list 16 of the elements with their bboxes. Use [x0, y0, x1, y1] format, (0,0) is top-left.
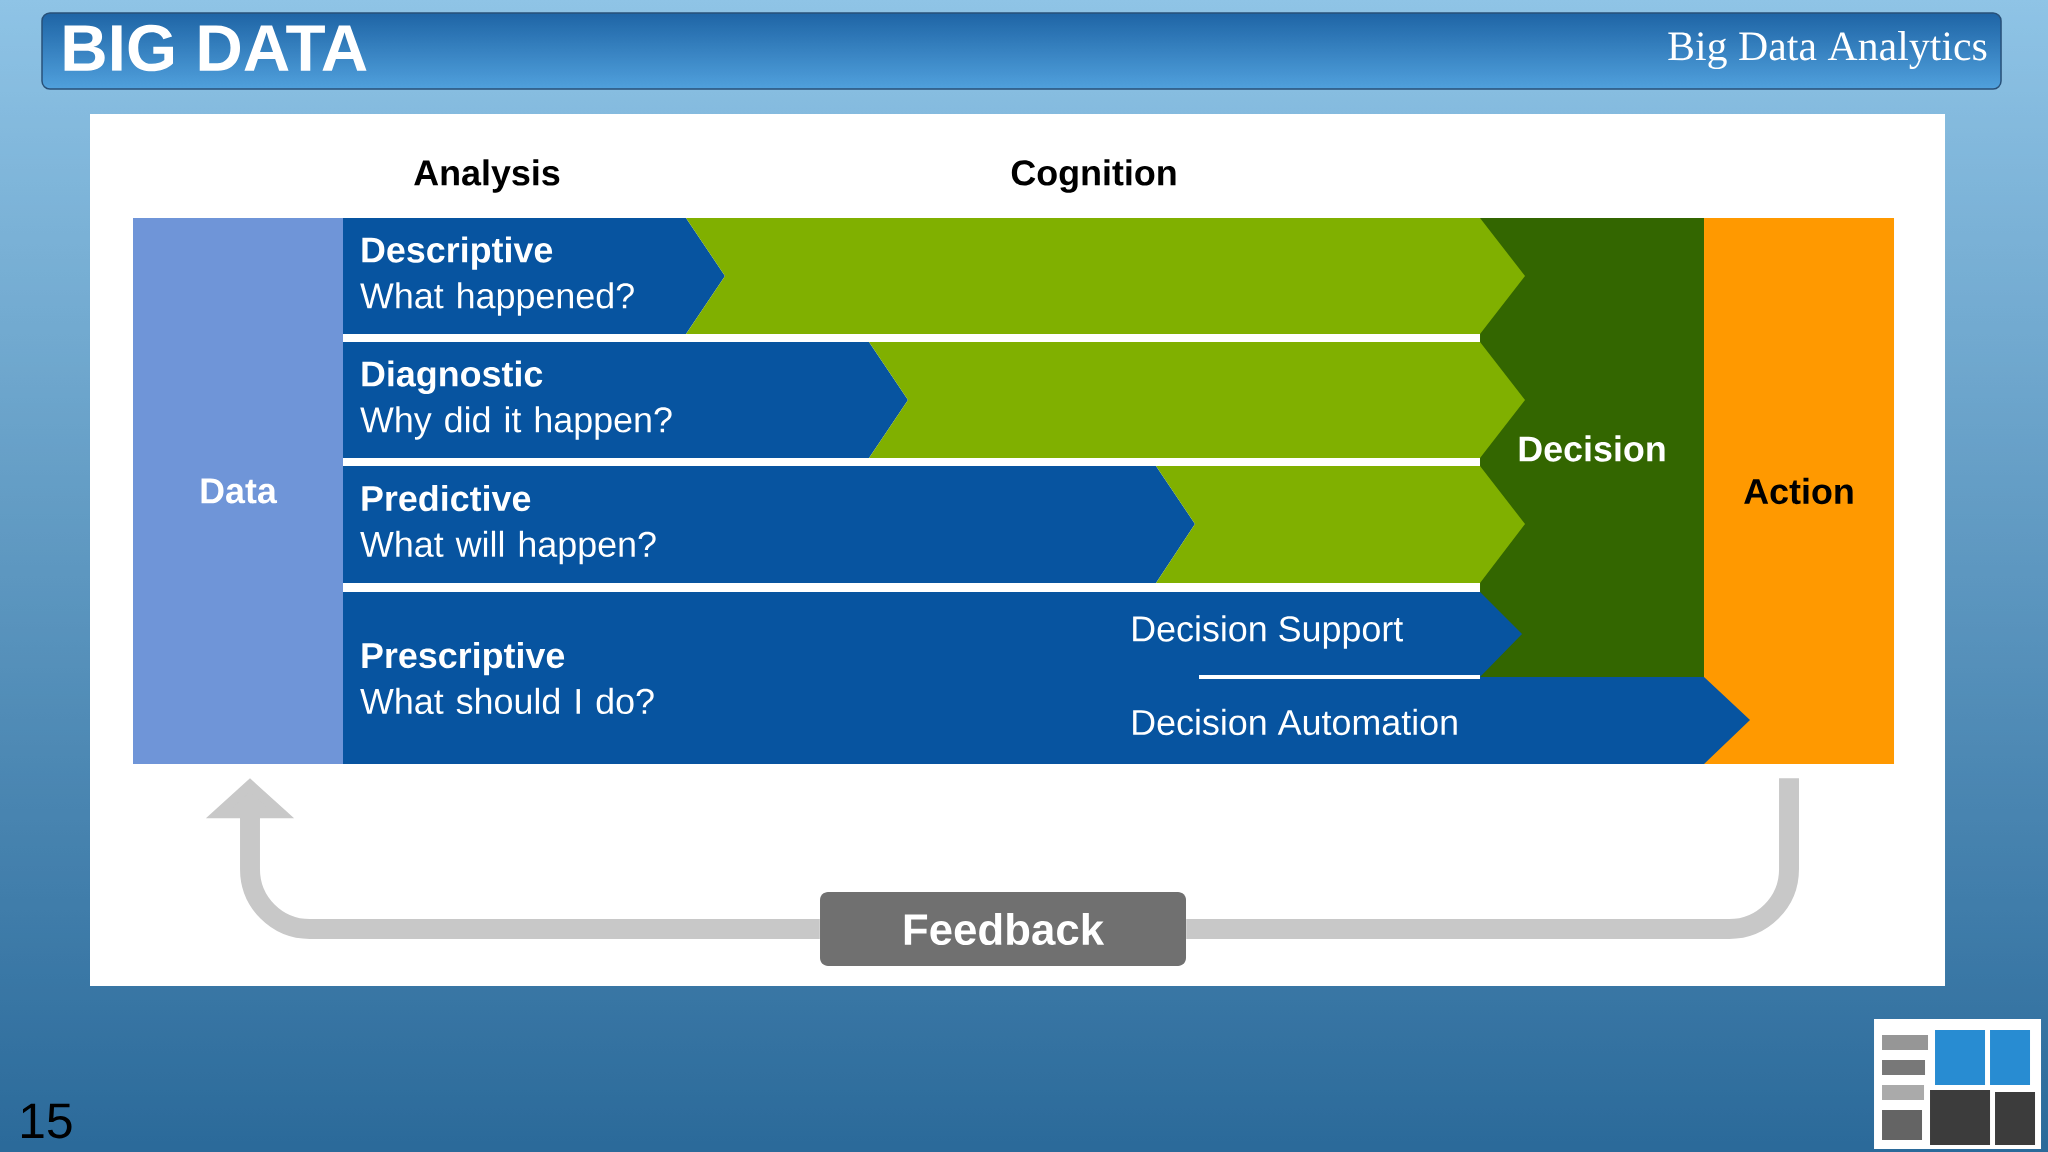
node-label: Why did it happen?: [360, 406, 672, 440]
column-heading: Analysis: [414, 159, 560, 193]
row-text: Decision Automation: [1133, 708, 1457, 736]
data-band: Data: [133, 218, 343, 764]
arrow-row: Predictive What will happen?: [343, 466, 1525, 583]
header-text: Big Data Analytics: [1668, 30, 1987, 70]
decision-band: Decision: [1480, 218, 1704, 679]
page-number: 15: [22, 1103, 72, 1139]
action-band: Action: [1704, 218, 1894, 764]
row-text: Decision Support: [1133, 615, 1403, 649]
title: BIG DATA: [64, 24, 367, 72]
node-label: Diagnostic: [362, 360, 543, 394]
arrow-row: Descriptive What happened?: [343, 218, 1525, 334]
feedback-box: Feedback: [820, 892, 1186, 966]
node-label: Descriptive: [362, 236, 553, 270]
node-label: What happened?: [360, 282, 634, 316]
